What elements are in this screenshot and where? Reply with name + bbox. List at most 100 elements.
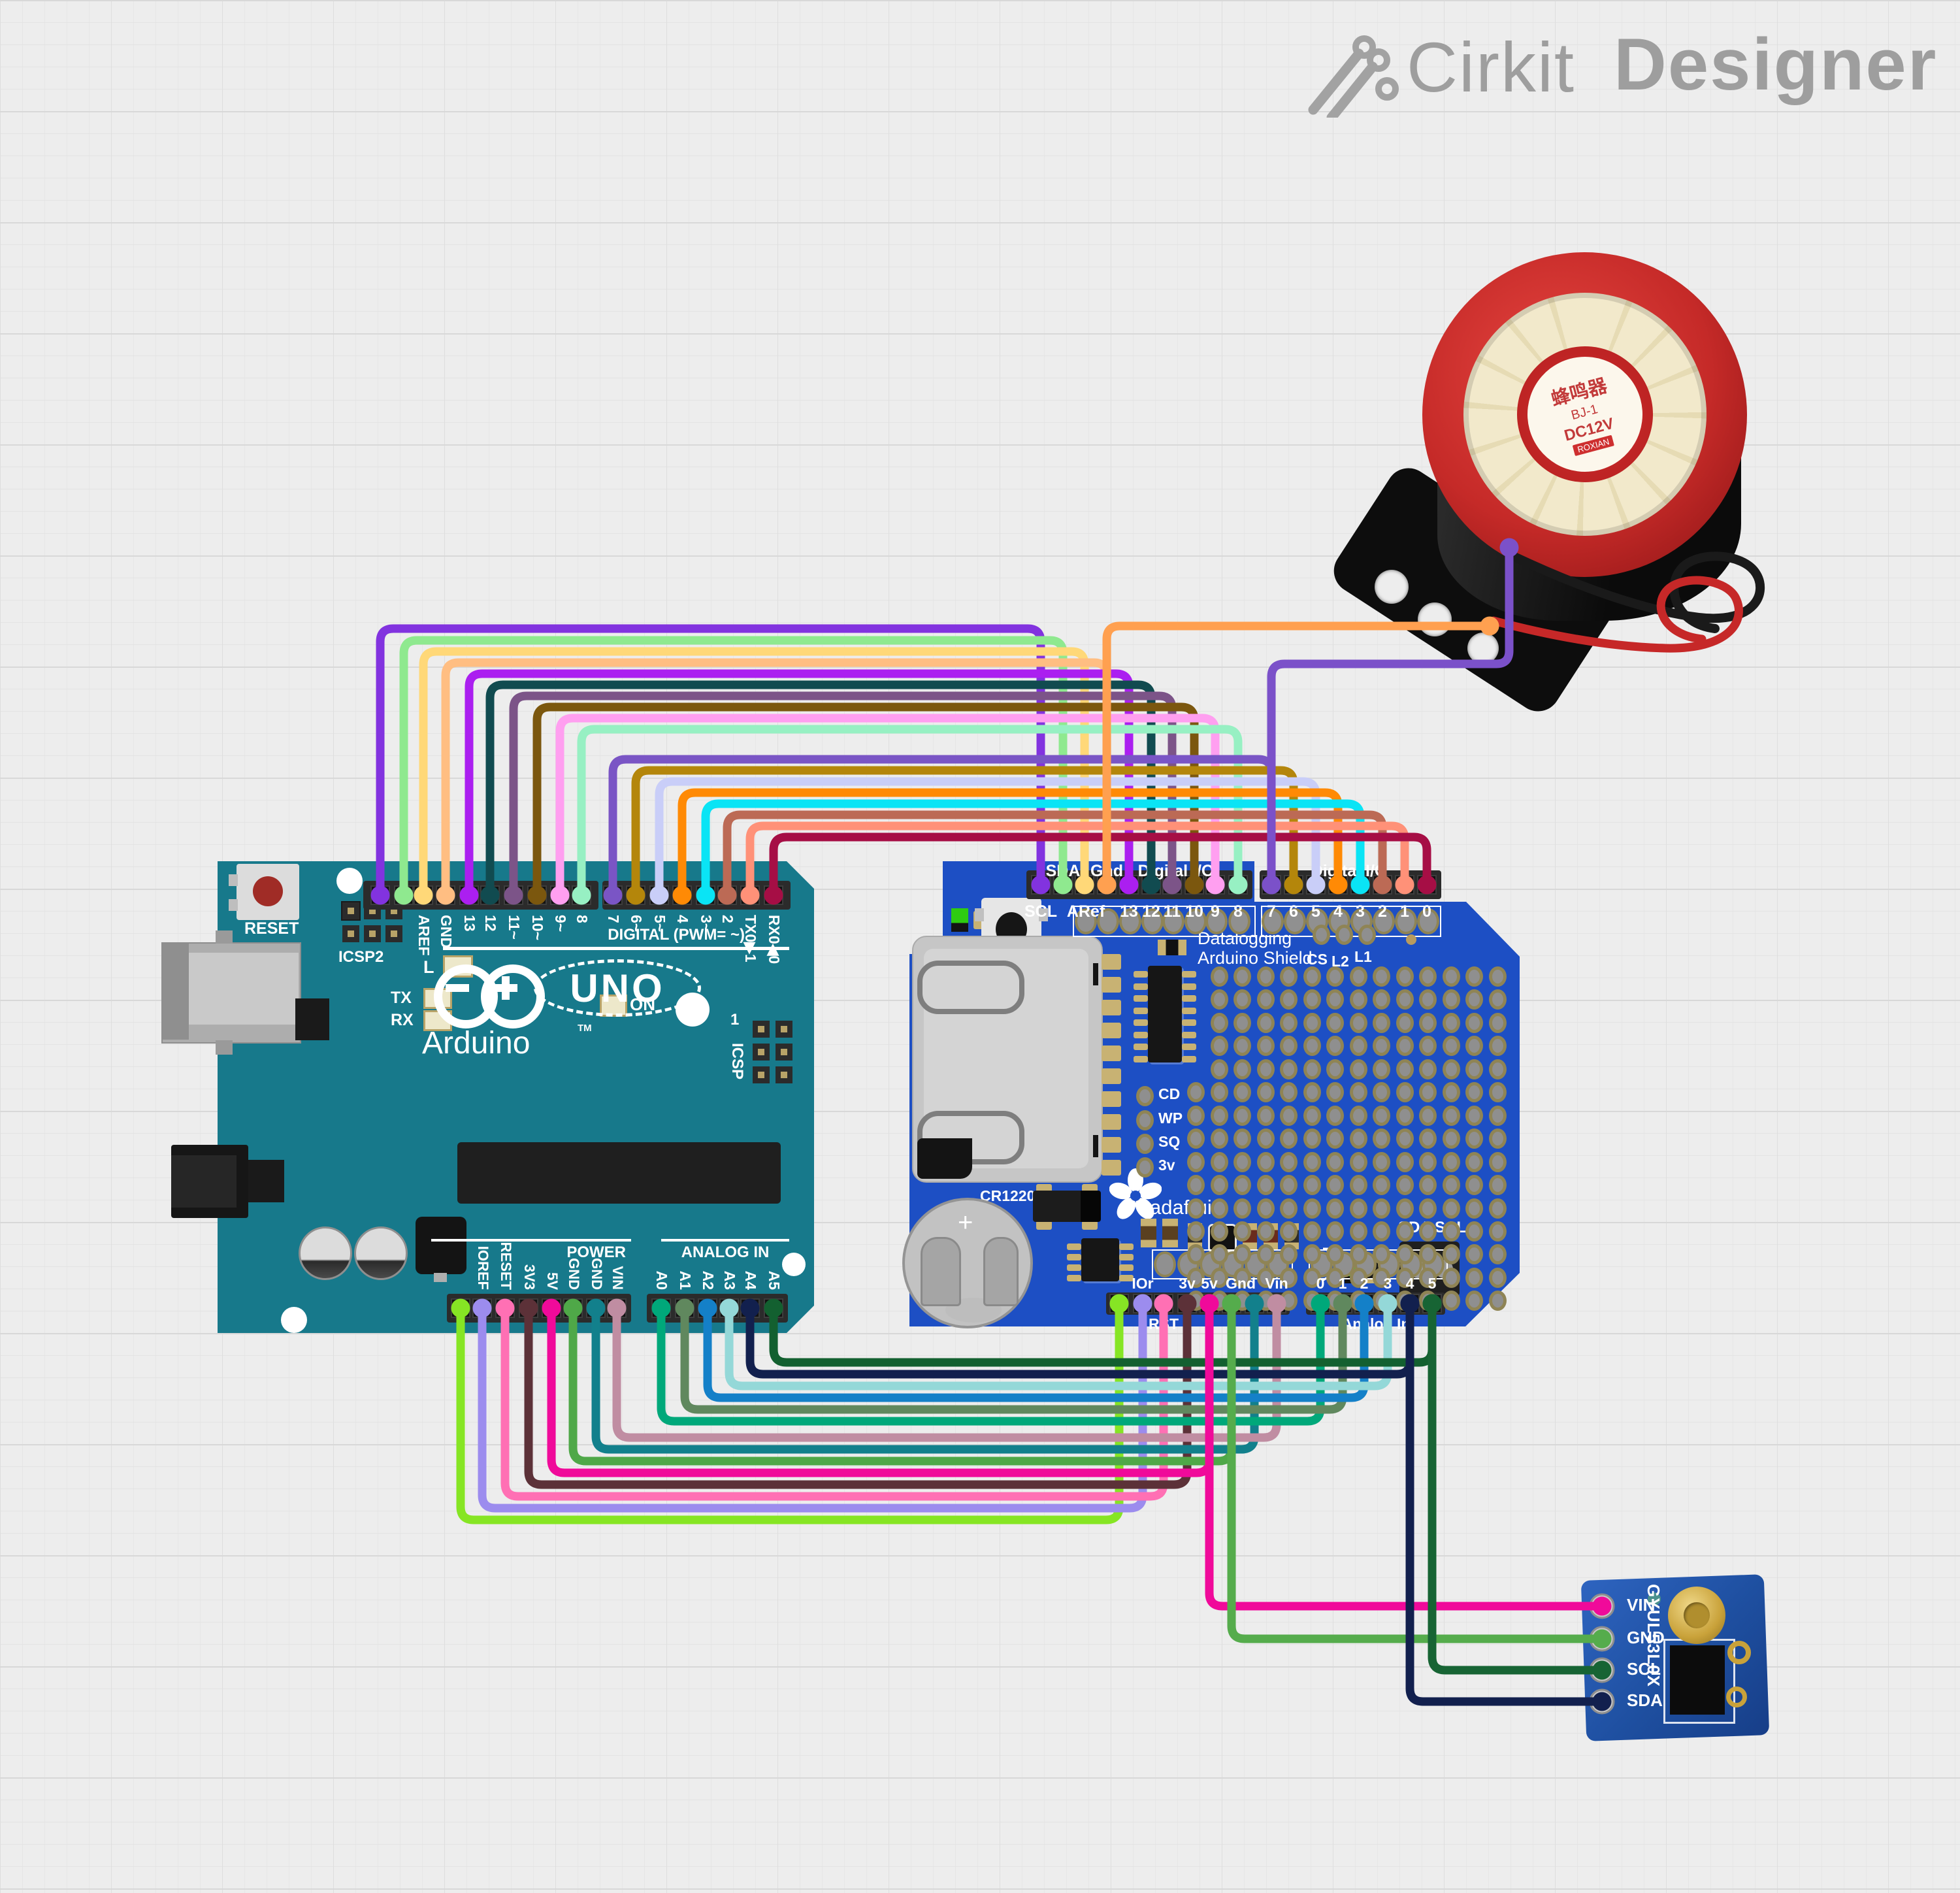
icsp2-pin[interactable] (341, 901, 361, 921)
sd-edge-pad (1102, 1068, 1121, 1084)
wire-aref[interactable] (419, 647, 1089, 900)
wire-gnd-top[interactable] (441, 658, 1111, 900)
proto-hole (1210, 1036, 1228, 1057)
shield-pin-label-0: 0 (1422, 902, 1431, 921)
logo-text-light: Cirkit (1407, 27, 1575, 107)
sd-signal-hole (1136, 1134, 1154, 1154)
arduino-power-pin-1[interactable] (472, 1298, 492, 1318)
arduino-digital-left-pin-0[interactable] (370, 885, 390, 905)
shield-bottom-label-4: 4 (1405, 1275, 1414, 1292)
sd-clip-bar (1093, 963, 1098, 985)
arduino-reset-cap[interactable] (253, 876, 283, 906)
sensor-gold-hole (1726, 1687, 1747, 1707)
arduino-digital-left-pin-7[interactable] (527, 885, 547, 905)
proto-hole (1442, 1175, 1460, 1196)
proto-hole (1396, 1105, 1414, 1126)
icsp-pin[interactable] (776, 1044, 792, 1061)
shield-top-label-Gnd: Gnd (1090, 862, 1123, 880)
icsp-pin[interactable] (776, 1066, 792, 1083)
shield-power-pin-0[interactable] (1109, 1294, 1129, 1313)
shield-top-label-Digital I/O: Digital I/O (1137, 862, 1215, 880)
icsp-pin[interactable] (753, 1044, 770, 1061)
proto-hole (1187, 1151, 1205, 1172)
shield-digital-right-pin-0[interactable] (1262, 875, 1281, 895)
proto-hole (1442, 1036, 1460, 1057)
arduino-power-pin-7[interactable] (607, 1298, 627, 1318)
wire-sda[interactable] (399, 636, 1068, 900)
arduino-digital-left-pin-6[interactable] (504, 885, 523, 905)
proto-hole (1349, 1175, 1367, 1196)
shield-digital-right-pin-1[interactable] (1284, 875, 1303, 895)
wire-buzzer-gnd[interactable] (1102, 621, 1494, 889)
arduino-digital-left-pin-4[interactable] (459, 885, 479, 905)
arduino-digital-right-pin-1[interactable] (626, 885, 645, 905)
shield-power-pin-2[interactable] (1154, 1294, 1173, 1313)
wire-sensor-scl[interactable] (1428, 1299, 1607, 1675)
arduino-power-pin-5[interactable] (563, 1298, 583, 1318)
proto-hole (1233, 1082, 1251, 1103)
arduino-power-pin-2[interactable] (495, 1298, 515, 1318)
fiducial-dot (1406, 934, 1416, 945)
arduino-digital-right-pin-5[interactable] (717, 885, 737, 905)
sd-edge-pad (1102, 954, 1121, 970)
proto-hole (1349, 1012, 1367, 1033)
proto-hole (1465, 1175, 1483, 1196)
wire-sensor-sda[interactable] (1405, 1299, 1607, 1706)
arduino-power-label-GND: GND (566, 1258, 582, 1290)
throughhole (1284, 908, 1306, 934)
arduino-power-pin-3[interactable] (519, 1298, 538, 1318)
arduino-analog-pin-2[interactable] (698, 1298, 717, 1318)
proto-hole (1210, 1198, 1228, 1219)
arduino-digital-left-pin-9[interactable] (572, 885, 591, 905)
component-pad (1036, 1221, 1052, 1230)
proto-hole (1187, 1082, 1205, 1103)
arduino-digital-left-pin-1[interactable] (394, 885, 414, 905)
arduino-power-pin-6[interactable] (586, 1298, 606, 1318)
sq-label: SQ (1158, 1133, 1181, 1150)
sensor-teal-dot (1648, 1592, 1661, 1605)
proto-hole (1349, 1221, 1367, 1242)
arduino-analog-pin-1[interactable] (675, 1298, 694, 1318)
arduino-digital-right-pin-6[interactable] (740, 885, 760, 905)
icsp-pin[interactable] (753, 1066, 770, 1083)
shield-bottom-sub-label-Analog In: Analog In (1341, 1315, 1411, 1332)
arduino-power-pin-0[interactable] (451, 1298, 470, 1318)
icsp-pin[interactable] (753, 1021, 770, 1038)
shield-digital-left-pin-9[interactable] (1228, 875, 1248, 895)
wire-nc[interactable] (456, 1299, 1124, 1524)
icsp2-pin[interactable] (364, 925, 381, 942)
arduino-digital-right-pin-3[interactable] (672, 885, 692, 905)
proto-hole (1303, 1198, 1321, 1219)
arduino-digital-right-pin-0[interactable] (603, 885, 623, 905)
shield-power-pin-1[interactable] (1133, 1294, 1152, 1313)
arduino-analog-pin-4[interactable] (740, 1298, 760, 1318)
arduino-digital-label-5~: 5~ (651, 915, 668, 932)
shield-digital-right-pin-7[interactable] (1417, 875, 1437, 895)
wire-scl[interactable] (376, 624, 1045, 900)
arduino-digital-left-pin-8[interactable] (550, 885, 570, 905)
arduino-digital-right-pin-7[interactable] (764, 885, 783, 905)
arduino-digital-left-pin-3[interactable] (436, 885, 455, 905)
proto-hole (1419, 1082, 1437, 1103)
icsp-pin[interactable] (776, 1021, 792, 1038)
wire-sensor-vin[interactable] (1205, 1299, 1607, 1611)
arduino-digital-left-pin-2[interactable] (414, 885, 433, 905)
arduino-analog-pin-5[interactable] (764, 1298, 783, 1318)
arduino-power-label-GND: GND (589, 1258, 605, 1290)
icsp2-pin[interactable] (385, 925, 402, 942)
arduino-analog-header (647, 1294, 788, 1323)
icsp2-pin[interactable] (342, 925, 359, 942)
wire-sensor-gnd[interactable] (1227, 1299, 1607, 1643)
arduino-power-pin-4[interactable] (542, 1298, 561, 1318)
sd-edge-pad (1102, 1137, 1121, 1153)
wire-ioref[interactable] (478, 1299, 1147, 1513)
proto-hole (1210, 1221, 1228, 1242)
arduino-digital-right-pin-4[interactable] (696, 885, 715, 905)
proto-hole (1442, 1151, 1460, 1172)
arduino-digital-left-pin-5[interactable] (480, 885, 500, 905)
shield-digital-right-pin-6[interactable] (1395, 875, 1414, 895)
arduino-analog-pin-0[interactable] (651, 1298, 671, 1318)
arduino-digital-right-pin-2[interactable] (649, 885, 669, 905)
arduino-analog-pin-3[interactable] (719, 1298, 739, 1318)
